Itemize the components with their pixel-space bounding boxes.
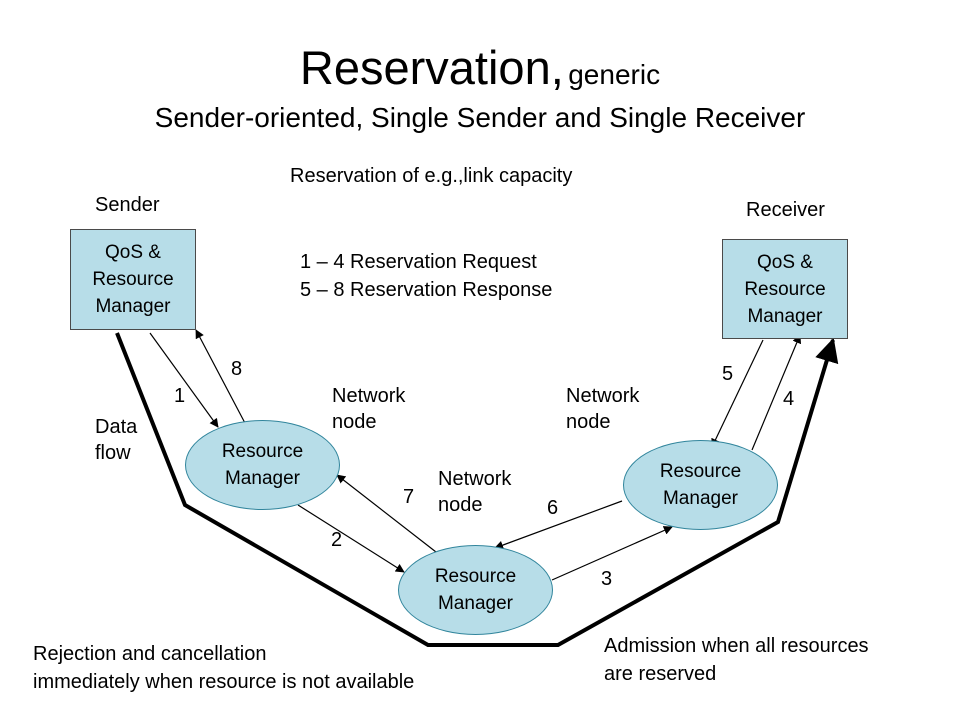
page-subtitle: Sender-oriented, Single Sender and Singl… <box>154 102 806 133</box>
step-number-3: 3 <box>601 568 613 590</box>
network-node-label-left: Network node <box>332 385 406 433</box>
step-number-2: 2 <box>331 529 343 551</box>
arrow-step-2 <box>297 504 405 573</box>
sender-qos-manager-label: QoS & Resource Manager <box>92 242 174 317</box>
arrow-step-1 <box>149 332 219 428</box>
network-node-label-middle: Network node <box>438 468 512 516</box>
arrow-step-3 <box>551 526 673 581</box>
data-flow-path <box>115 332 839 647</box>
data-flow-label: Data flow <box>95 416 138 464</box>
page-title: Reservation, generic <box>0 40 960 95</box>
admission-note: Admission when all resources are reserve… <box>604 635 869 685</box>
step-number-8: 8 <box>231 358 243 380</box>
resource-manager-right: Resource Manager <box>623 440 778 530</box>
arrow-step-7 <box>336 474 437 553</box>
receiver-qos-manager: QoS & Resource Manager <box>722 239 848 339</box>
legend-response: 5 – 8 Reservation Response <box>300 279 553 301</box>
resource-manager-bottom-label: Resource Manager <box>434 566 517 614</box>
resource-manager-bottom: Resource Manager <box>398 545 553 635</box>
arrow-step-6 <box>494 500 623 550</box>
sender-qos-manager: QoS & Resource Manager <box>70 229 196 330</box>
title-main: Reservation, <box>299 41 564 94</box>
resource-manager-left: Resource Manager <box>185 420 340 510</box>
rejection-note: Rejection and cancellation immediately w… <box>33 643 415 693</box>
receiver-qos-manager-label: QoS & Resource Manager <box>744 251 826 327</box>
arrow-step-8 <box>195 329 247 426</box>
resource-manager-right-label: Resource Manager <box>659 461 742 509</box>
step-number-7: 7 <box>403 486 415 508</box>
title-sub: generic <box>568 59 661 90</box>
sender-label: Sender <box>95 194 160 216</box>
arrow-step-5 <box>711 339 764 448</box>
caption: Reservation of e.g.,link capacity <box>290 165 573 187</box>
network-node-label-right: Network node <box>566 385 640 433</box>
receiver-label: Receiver <box>746 199 825 221</box>
resource-manager-left-label: Resource Manager <box>221 441 304 489</box>
legend-request: 1 – 4 Reservation Request <box>300 251 537 273</box>
step-number-1: 1 <box>174 385 186 407</box>
step-number-4: 4 <box>783 388 795 410</box>
step-number-6: 6 <box>547 497 559 519</box>
step-number-5: 5 <box>722 363 734 385</box>
arrow-step-4 <box>751 334 802 451</box>
